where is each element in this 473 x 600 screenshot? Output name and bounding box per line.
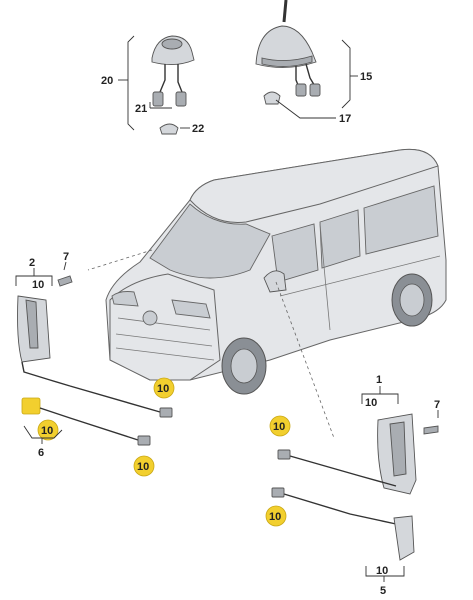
callout-10-left-top: 10 [32,279,44,291]
callout-10-right-conn2: 10 [269,511,281,523]
right-antenna-module [271,413,417,561]
callout-6: 6 [38,447,44,459]
van-illustration [105,148,447,395]
callout-10-left-mod-highlight [37,419,59,441]
callout-20: 20 [101,75,113,87]
callout-22: 22 [192,123,204,135]
callout-10-right-conn1-highlight [269,415,291,437]
callout-10-left-conn1-highlight [153,377,175,399]
callout-10-left-conn1: 10 [157,383,169,395]
callout-10-right-bottom: 10 [376,565,388,577]
callout-21: 21 [135,103,147,115]
callout-10-right-top: 10 [365,397,377,409]
callout-10-right-conn2-highlight [265,505,287,527]
callout-2: 2 [29,257,35,269]
callout-10-left-conn2-highlight [133,455,155,477]
callout-10-left-mod: 10 [41,425,53,437]
callout-10-left-conn2: 10 [137,461,149,473]
left-antenna-module [17,295,173,418]
left-small-module [21,397,151,446]
callout-10-right-conn1: 10 [273,421,285,433]
callout-15: 15 [360,71,372,83]
roof-antenna-assembly [255,0,321,105]
callout-1: 1 [376,374,382,386]
callout-5: 5 [380,585,386,597]
antenna-base-assembly [151,35,195,135]
callout-7-right: 7 [434,399,440,411]
callout-17: 17 [339,113,351,125]
callout-7-left: 7 [63,251,69,263]
